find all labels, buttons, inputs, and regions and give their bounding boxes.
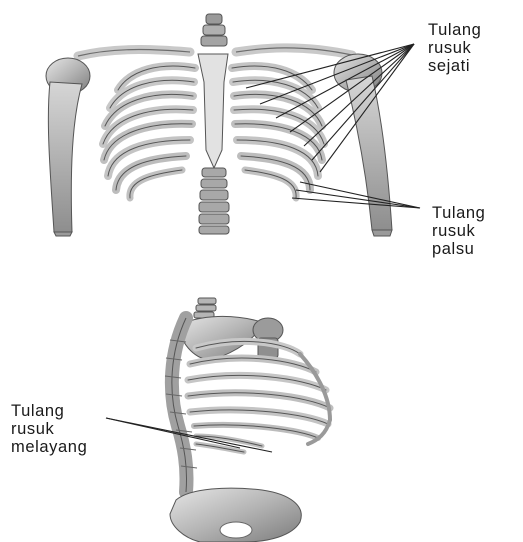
label-floating-ribs-line-3: melayang: [11, 438, 87, 456]
label-false-ribs-line-3: palsu: [432, 240, 485, 258]
label-false-ribs-line-1: Tulang: [432, 204, 485, 222]
right-humerus: [346, 76, 392, 230]
right-forearm: [372, 230, 392, 236]
label-floating-ribs: Tulang rusuk melayang: [11, 402, 87, 456]
thoracic-spine: [172, 318, 187, 492]
label-floating-ribs-line-1: Tulang: [11, 402, 87, 420]
label-false-ribs: Tulang rusuk palsu: [432, 204, 485, 258]
label-true-ribs-line-1: Tulang: [428, 21, 481, 39]
cervical-spine: [201, 14, 227, 46]
label-true-ribs-line-3: sejati: [428, 57, 481, 75]
left-forearm: [54, 232, 72, 236]
cervical-spine-side: [194, 298, 216, 318]
label-true-ribs: Tulang rusuk sejati: [428, 21, 481, 75]
front-view-skeleton: [46, 14, 392, 236]
pelvis-foramen: [220, 522, 252, 538]
rib-cage-side: [188, 341, 330, 452]
label-false-ribs-line-2: rusuk: [432, 222, 485, 240]
sternum: [198, 54, 228, 168]
spine-front: [199, 168, 229, 234]
side-view-skeleton: [165, 298, 330, 542]
label-floating-ribs-line-2: rusuk: [11, 420, 87, 438]
label-true-ribs-line-2: rusuk: [428, 39, 481, 57]
left-humerus: [48, 82, 82, 232]
